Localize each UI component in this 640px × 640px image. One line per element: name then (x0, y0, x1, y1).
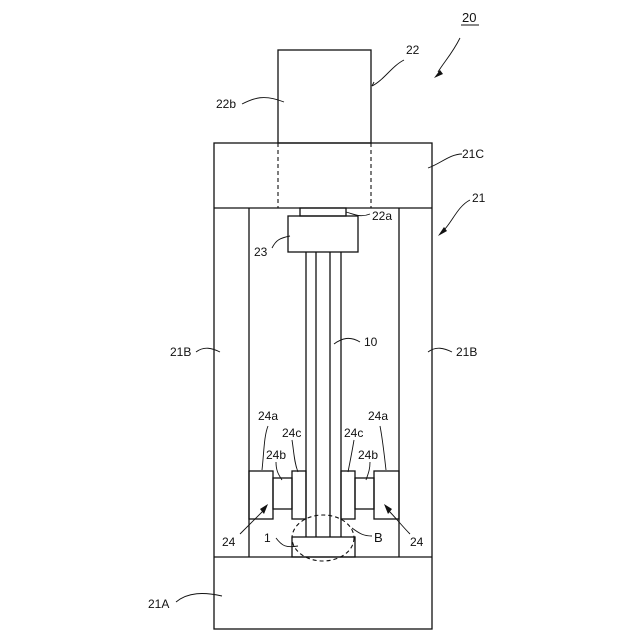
label-22a: 22a (372, 209, 392, 223)
leader-24-left (240, 510, 264, 534)
label-21B-left: 21B (170, 345, 191, 359)
label-24-right: 24 (410, 535, 424, 549)
leader-24c-right (348, 440, 354, 472)
leader-21C (428, 154, 462, 168)
leader-21 (444, 200, 470, 230)
leader-22a (346, 212, 370, 216)
leader-21B-left (196, 348, 220, 352)
label-20: 20 (462, 10, 476, 25)
leader-B (352, 528, 372, 536)
leader-20 (438, 38, 460, 72)
label-B: B (374, 530, 383, 545)
label-23: 23 (254, 245, 268, 259)
block-24a-left (249, 471, 273, 519)
leader-24b-left (276, 462, 282, 480)
block-23 (288, 216, 358, 252)
leader-23 (272, 236, 290, 248)
label-24-left: 24 (222, 535, 236, 549)
member-22a-tip (300, 208, 346, 216)
leader-24c-left (292, 440, 298, 472)
leader-10 (334, 338, 360, 344)
leader-22 (372, 60, 404, 86)
leader-24b-right (366, 462, 370, 480)
label-22: 22 (406, 43, 420, 57)
leader-24a-right (380, 426, 386, 470)
label-24a-left: 24a (258, 409, 278, 423)
label-24b-right: 24b (358, 448, 378, 462)
label-24a-right: 24a (368, 409, 388, 423)
leader-1 (276, 538, 298, 547)
member-22-upper (278, 50, 371, 143)
label-24b-left: 24b (266, 448, 286, 462)
block-24c-left (292, 471, 306, 519)
label-10: 10 (364, 335, 378, 349)
label-21A: 21A (148, 597, 169, 611)
block-24b-right (355, 478, 374, 509)
label-24c-left: 24c (282, 426, 301, 440)
label-24c-right: 24c (344, 426, 363, 440)
leader-21A (176, 594, 222, 602)
block-24c-right (341, 471, 355, 519)
label-21B-right: 21B (456, 345, 477, 359)
label-1: 1 (264, 531, 271, 545)
block-24a-right (374, 471, 399, 519)
label-22b: 22b (216, 97, 236, 111)
label-21: 21 (472, 191, 486, 205)
block-24b-left (273, 478, 292, 509)
detail-B-circle (292, 515, 354, 561)
label-21C: 21C (462, 147, 484, 161)
